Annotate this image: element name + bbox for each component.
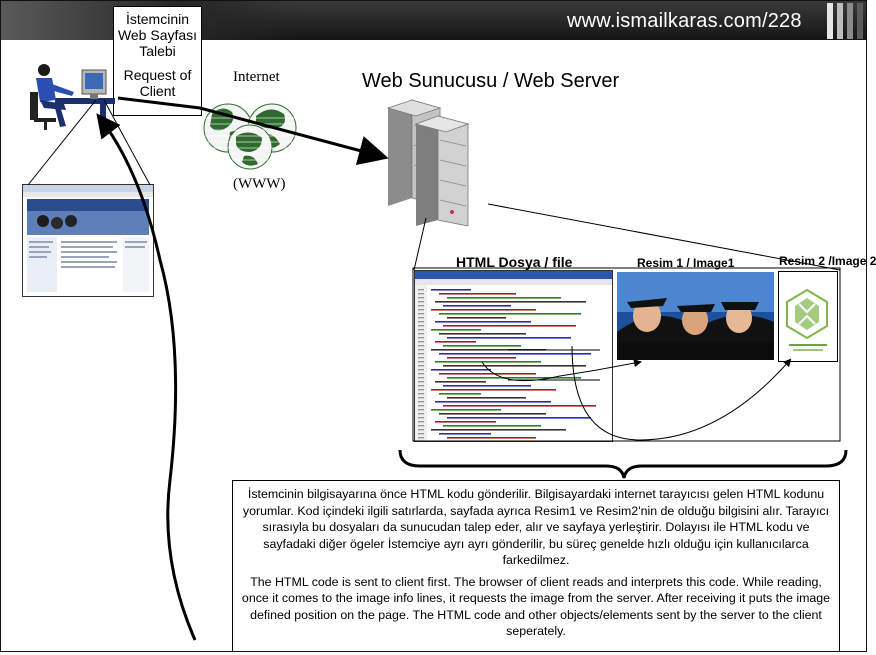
explanation-box: İstemcinin bilgisayarına önce HTML kodu … <box>232 480 840 652</box>
explanation-english: The HTML code is sent to client first. T… <box>241 574 831 639</box>
caption-en-line-2: Client <box>139 83 176 99</box>
site-url: www.ismailkaras.com/228 <box>567 10 802 32</box>
caption-tr-line-3: Talebi <box>139 43 176 59</box>
header-stripes-decoration <box>827 3 863 39</box>
caption-tr-line-2: Web Sayfası <box>117 27 198 43</box>
caption-tr-line-1: İstemcinin <box>125 11 190 27</box>
explanation-turkish: İstemcinin bilgisayarına önce HTML kodu … <box>242 487 830 567</box>
caption-en-line-1: Request of <box>123 67 192 83</box>
server-title: Web Sunucusu / Web Server <box>362 70 620 92</box>
www-label: (WWW) <box>233 176 286 192</box>
internet-label: Internet <box>233 69 280 85</box>
